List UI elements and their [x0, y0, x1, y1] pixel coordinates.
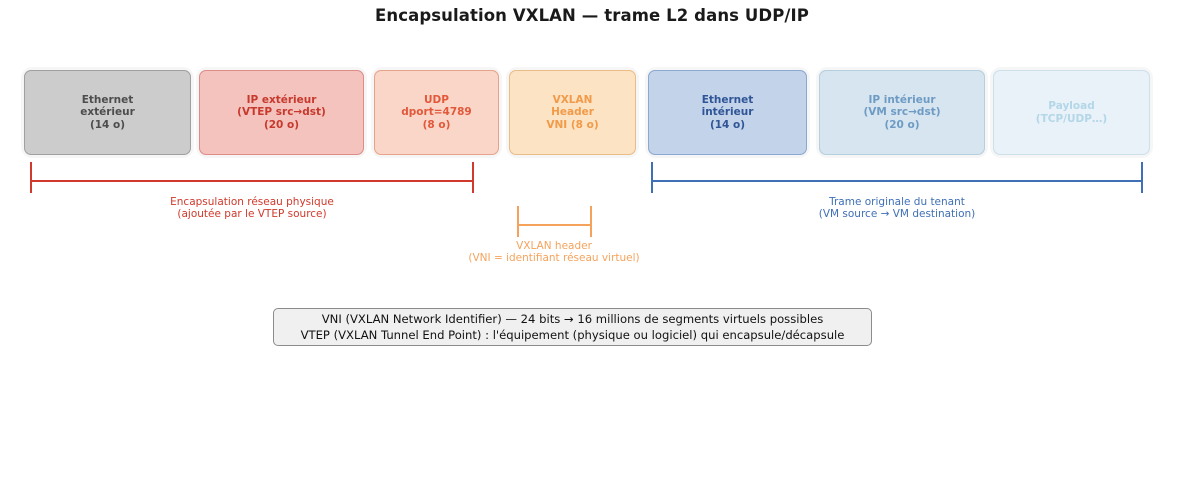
packet-box-label: IP extérieur(VTEP src→dst)(20 o): [234, 94, 329, 132]
bracket-label: VXLAN header (VNI = identifiant réseau v…: [468, 240, 640, 265]
packet-box-label: Payload(TCP/UDP…): [1033, 100, 1110, 125]
packet-box-line: UDP: [424, 93, 449, 106]
packet-box-line: Ethernet: [81, 93, 134, 106]
packet-box-line: Ethernet: [701, 93, 754, 106]
bracket-label: Trame originale du tenant (VM source → V…: [818, 196, 976, 221]
packet-box-line: extérieur: [80, 106, 135, 119]
packet-box-line: (14 o): [709, 118, 746, 131]
bracket-end-tick: [1141, 162, 1143, 193]
packet-box-line: (14 o): [89, 118, 126, 131]
packet-box-line: (VM src→dst): [863, 106, 941, 119]
legend-line: VTEP (VXLAN Tunnel End Point) : l'équipe…: [300, 328, 845, 342]
bracket-horizontal-line: [31, 179, 473, 183]
packet-box-line: Header: [551, 106, 594, 119]
bracket-end-tick: [517, 206, 519, 237]
packet-box-line: Payload: [1048, 99, 1095, 112]
bracket-end-tick: [590, 206, 592, 237]
page-title: Encapsulation VXLAN — trame L2 dans UDP/…: [375, 6, 809, 25]
packet-box-line: (VTEP src→dst): [237, 106, 326, 119]
packet-box-line: VXLAN: [552, 93, 593, 106]
vxlan-glossary: VNI (VXLAN Network Identifier) — 24 bits…: [273, 308, 872, 346]
packet-box-line: dport=4789: [401, 106, 472, 119]
packet-box-line: (8 o): [422, 118, 451, 131]
packet-box-ip-exterieur: IP extérieur(VTEP src→dst)(20 o): [199, 70, 364, 155]
bracket-horizontal-line: [518, 224, 591, 226]
packet-box-line: IP intérieur: [868, 93, 936, 106]
packet-box-line: (TCP/UDP…): [1035, 112, 1108, 125]
legend-line: VNI (VXLAN Network Identifier) — 24 bits…: [321, 312, 824, 326]
packet-box-line: intérieur: [701, 106, 754, 119]
bracket-end-tick: [651, 162, 653, 193]
packet-box-line: VNI (8 o): [546, 118, 599, 131]
packet-box-payload: Payload(TCP/UDP…): [993, 70, 1150, 155]
bracket-horizontal-line: [652, 180, 1142, 182]
bracket-label: Encapsulation réseau physique (ajoutée p…: [170, 196, 334, 221]
packet-box-label: IP intérieur(VM src→dst)(20 o): [860, 94, 943, 132]
bracket-end-tick: [471, 162, 475, 193]
packet-box-line: IP extérieur: [246, 93, 317, 106]
bracket-end-tick: [29, 162, 33, 193]
packet-box-line: (20 o): [263, 118, 300, 131]
packet-box-ip-interieur: IP intérieur(VM src→dst)(20 o): [819, 70, 985, 155]
packet-box-line: (20 o): [884, 118, 920, 131]
